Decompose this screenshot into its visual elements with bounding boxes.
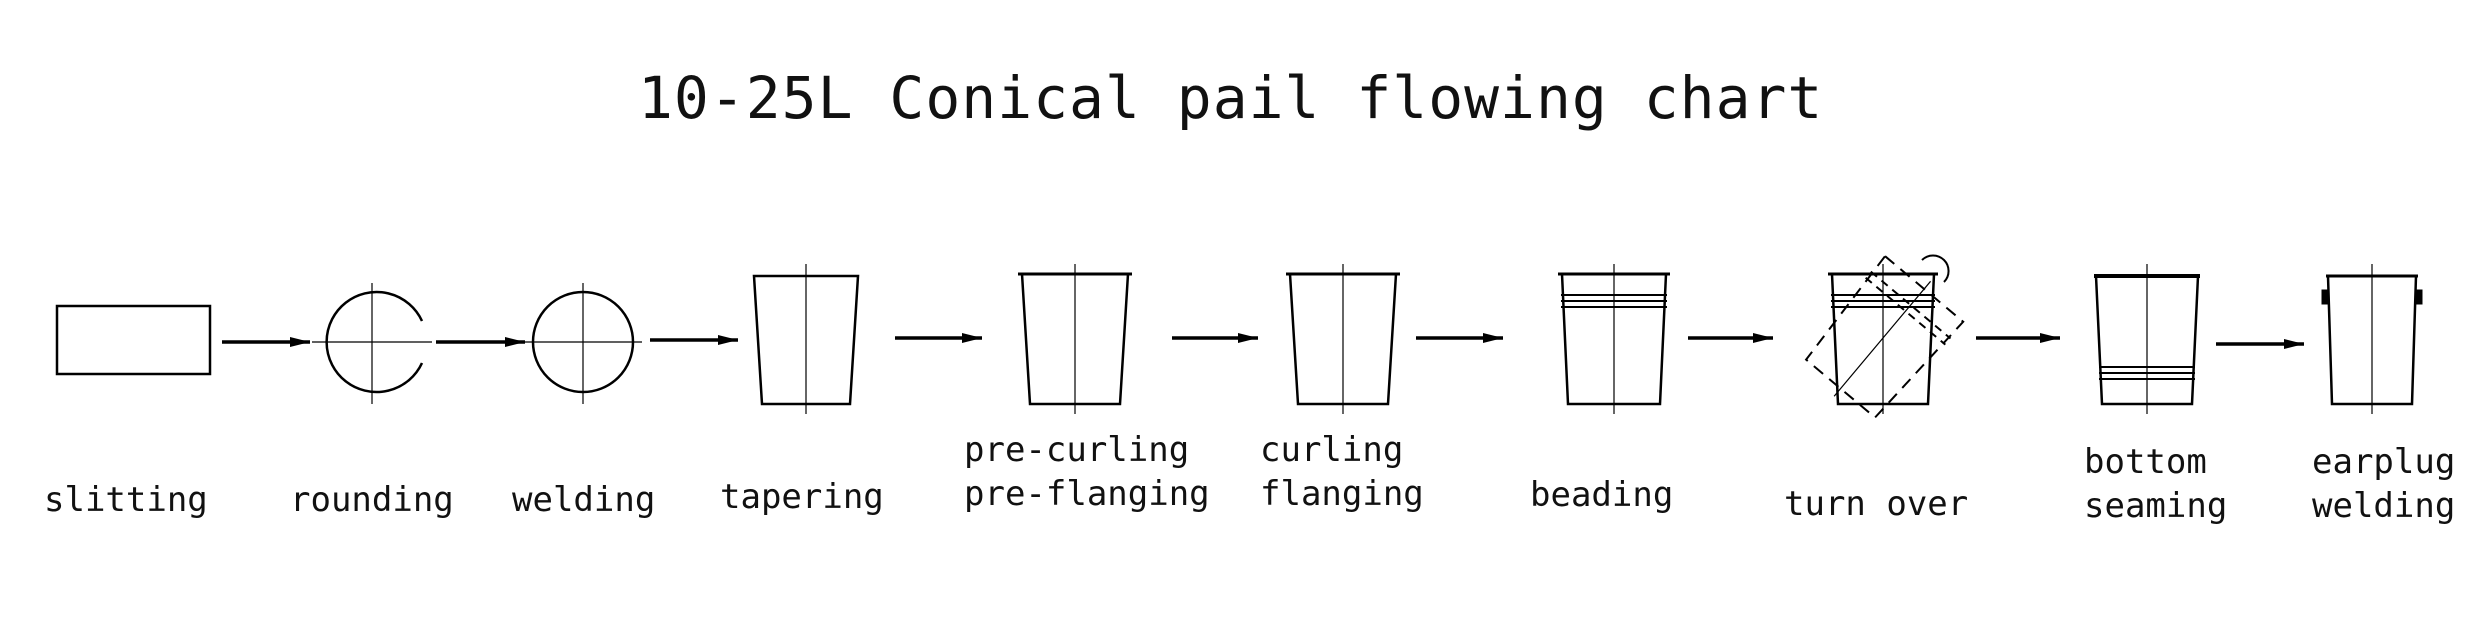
- step-label-turn-over: turn over: [1784, 484, 1969, 524]
- curled-body-icon: [1286, 264, 1400, 414]
- closed-circle-icon: [524, 283, 642, 404]
- step-label-tapering: tapering: [720, 477, 884, 517]
- step-label-slitting: slitting: [44, 480, 208, 520]
- tapered-body-icon: [752, 264, 860, 414]
- step-label-curling: curling flanging: [1260, 430, 1424, 514]
- bottom-seamed-body-icon: [2094, 264, 2200, 414]
- beaded-body-icon: [1558, 264, 1670, 414]
- earplug-welded-body-icon: [2321, 264, 2423, 414]
- step-label-bottom-seaming: bottom seaming: [2084, 442, 2228, 526]
- step-label-rounding: rounding: [290, 480, 454, 520]
- step-label-beading: beading: [1530, 475, 1674, 515]
- turn-over-body-icon: [1804, 254, 1965, 419]
- sheet-blank-icon: [55, 304, 212, 376]
- step-label-pre-curling: pre-curling pre-flanging: [964, 430, 1210, 514]
- step-label-earplug-welding: earplug welding: [2312, 442, 2456, 526]
- page-title: 10-25L Conical pail flowing chart: [638, 64, 1824, 132]
- step-label-welding: welding: [512, 480, 656, 520]
- open-circle-icon: [312, 283, 432, 404]
- pre-curled-body-icon: [1018, 264, 1132, 414]
